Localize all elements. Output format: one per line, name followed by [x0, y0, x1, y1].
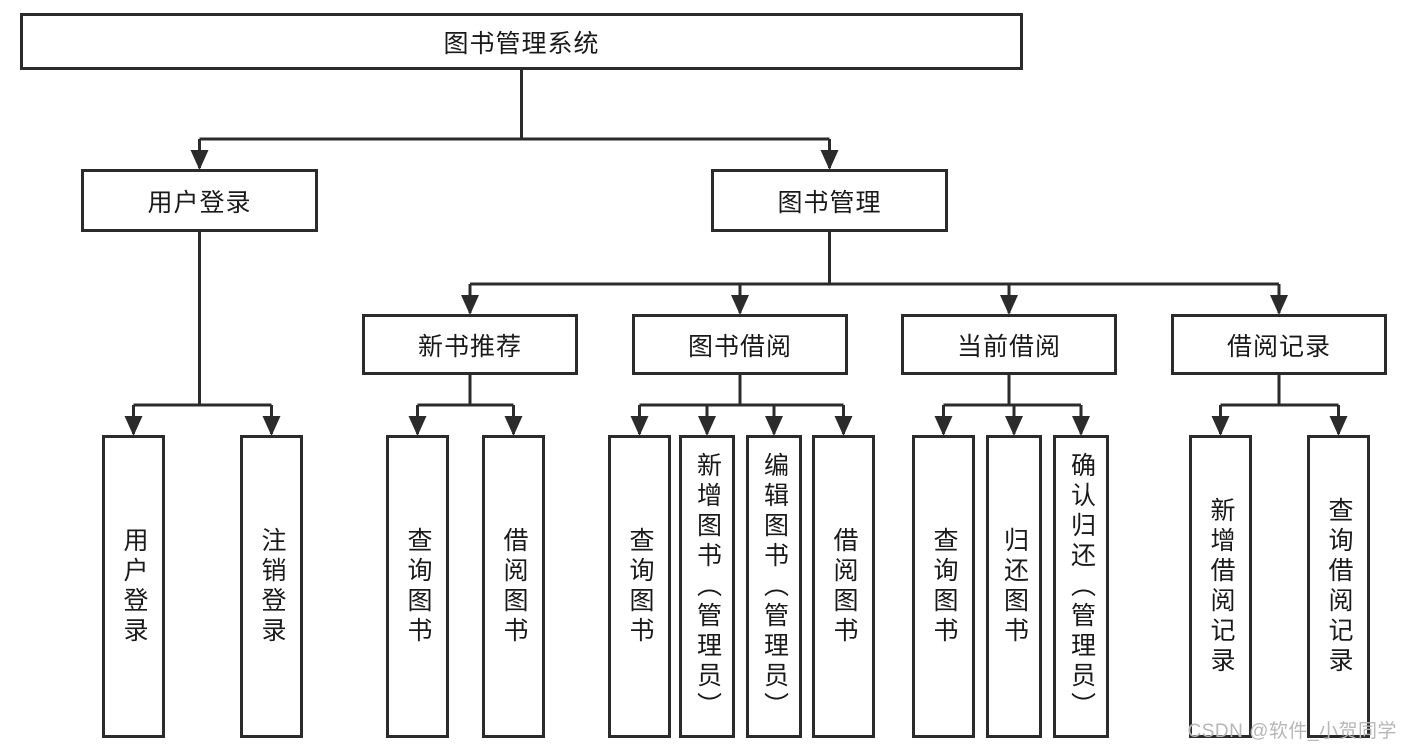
node-label: 用户登录 [120, 526, 148, 647]
node-label: 图书借阅 [687, 332, 792, 361]
node-label: 查询图书 [626, 526, 654, 647]
leaf-current-query-book[interactable]: 查询图书 [912, 435, 975, 738]
leaf-record-query-borrow-record[interactable]: 查询借阅记录 [1307, 435, 1370, 738]
leaf-user-login[interactable]: 用户登录 [102, 435, 165, 738]
leaf-newbook-query-book[interactable]: 查询图书 [386, 435, 449, 738]
node-label: 图书管理 [777, 188, 882, 217]
node-label: 新书推荐 [417, 332, 522, 361]
leaf-borrow-edit-book-admin[interactable]: 编辑图书（管理员） [746, 435, 802, 738]
node-root-label: 图书管理系统 [443, 29, 600, 58]
node-label: 注销登录 [258, 526, 286, 647]
node-book-borrow[interactable]: 图书借阅 [632, 314, 848, 375]
leaf-newbook-borrow-book[interactable]: 借阅图书 [482, 435, 545, 738]
node-borrow-record[interactable]: 借阅记录 [1171, 314, 1387, 375]
node-current-borrow[interactable]: 当前借阅 [901, 314, 1117, 375]
leaf-borrow-add-book-admin[interactable]: 新增图书（管理员） [679, 435, 735, 738]
node-label: 借阅图书 [830, 526, 858, 647]
node-new-book-recommend[interactable]: 新书推荐 [362, 314, 578, 375]
node-label: 用户登录 [147, 188, 252, 217]
leaf-borrow-query-book[interactable]: 查询图书 [608, 435, 671, 738]
leaf-current-confirm-return-admin[interactable]: 确认归还（管理员） [1053, 435, 1109, 738]
node-label: 借阅记录 [1226, 332, 1331, 361]
leaf-user-logout[interactable]: 注销登录 [240, 435, 303, 738]
leaf-current-return-book[interactable]: 归还图书 [986, 435, 1042, 738]
leaf-record-add-borrow-record[interactable]: 新增借阅记录 [1189, 435, 1252, 738]
node-label: 查询图书 [930, 526, 958, 647]
node-user-login-module[interactable]: 用户登录 [81, 169, 318, 232]
node-label: 确认归还（管理员） [1067, 451, 1096, 722]
node-label: 当前借阅 [956, 332, 1061, 361]
node-label: 新增借阅记录 [1207, 496, 1235, 677]
node-label: 编辑图书（管理员） [760, 451, 789, 722]
node-book-management-module[interactable]: 图书管理 [711, 169, 948, 232]
node-label: 新增图书（管理员） [693, 451, 722, 722]
node-root[interactable]: 图书管理系统 [20, 13, 1023, 70]
node-label: 归还图书 [1000, 526, 1029, 647]
csdn-watermark: CSDN @软件_小贺同学 [1187, 721, 1397, 742]
node-label: 查询图书 [404, 526, 432, 647]
node-label: 查询借阅记录 [1325, 496, 1353, 677]
node-label: 借阅图书 [500, 526, 528, 647]
leaf-borrow-borrow-book[interactable]: 借阅图书 [812, 435, 875, 738]
